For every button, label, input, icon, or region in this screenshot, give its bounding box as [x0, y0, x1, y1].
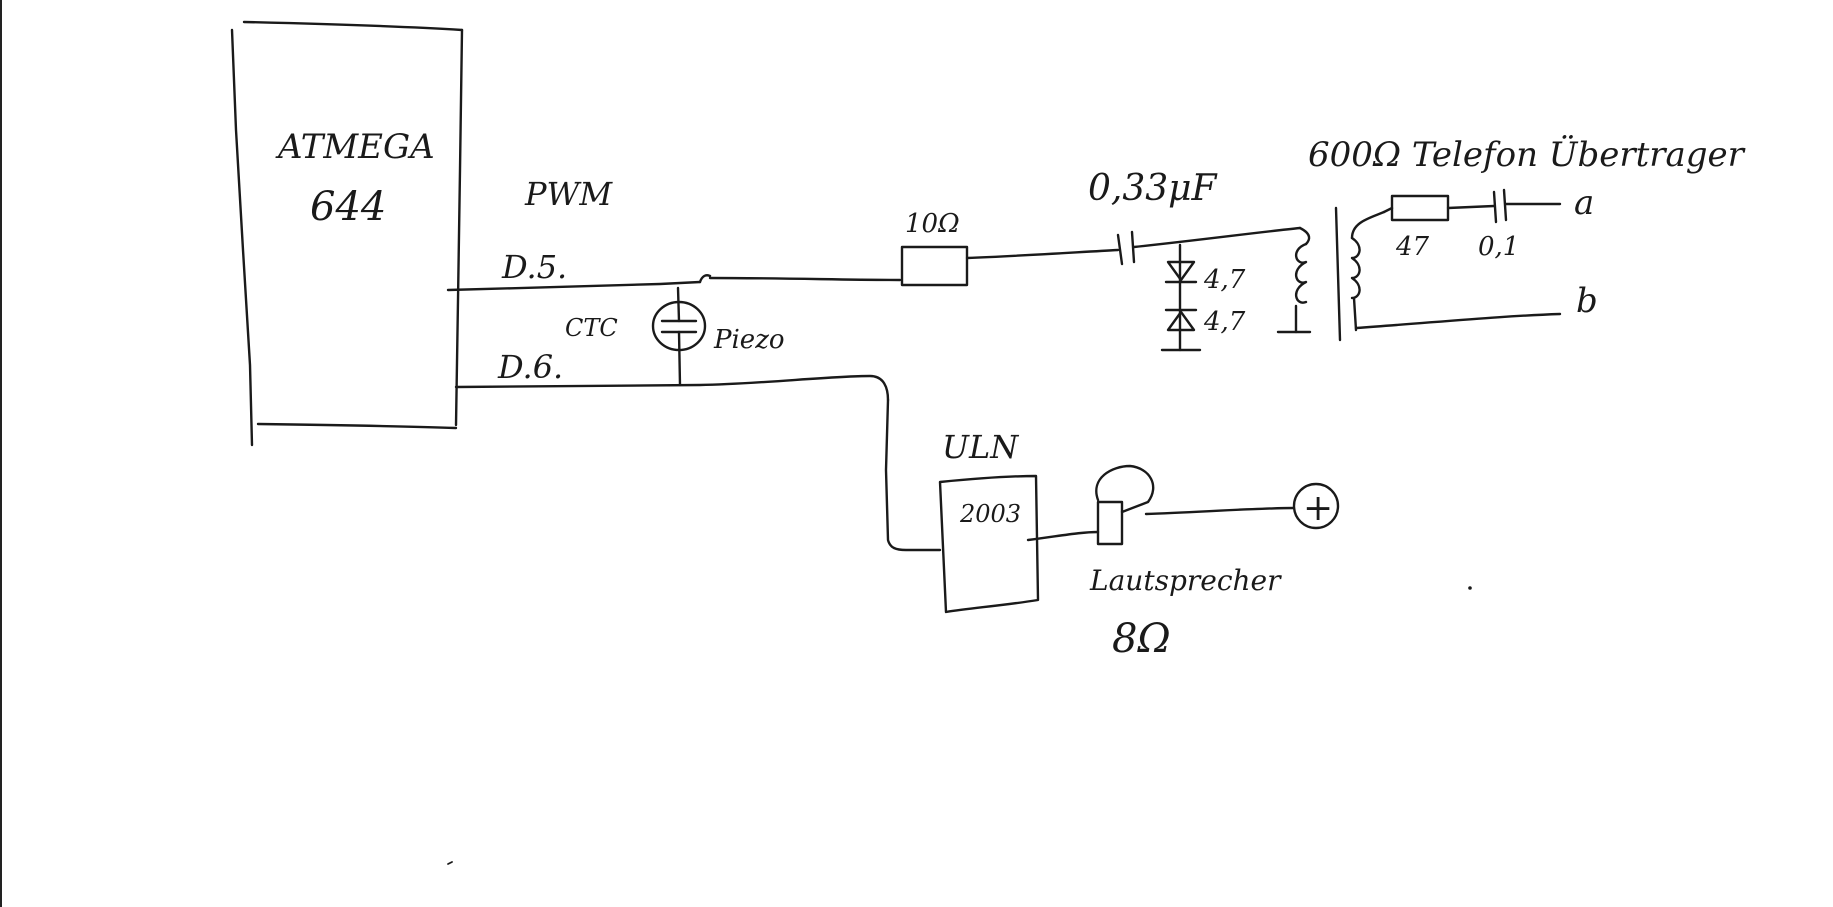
uln2003-driver: ULN 2003	[938, 428, 1040, 614]
zener-diodes: 4,7 4,7	[1160, 243, 1246, 352]
speaker-label-line1: Lautsprecher	[1089, 564, 1282, 597]
zener-top-body	[1166, 260, 1196, 282]
transformer-label: 600Ω Telefon Übertrager	[1308, 134, 1746, 175]
primary-coil	[1295, 242, 1308, 304]
secondary-coil	[1350, 236, 1361, 300]
stray-mark	[447, 861, 453, 865]
zener-bottom-label: 4,7	[1203, 307, 1246, 337]
speaker-label-line2: 8Ω	[1112, 616, 1171, 662]
transformer-core	[1334, 206, 1342, 342]
mcu-bottom-edge	[256, 422, 458, 430]
piezo-label: Piezo	[713, 325, 785, 355]
resistor-47-label: 47	[1395, 232, 1430, 262]
cap-033-label: 0,33μF	[1088, 168, 1219, 209]
cap-01-plate-right	[1502, 188, 1508, 222]
supply-circle	[1292, 482, 1340, 530]
speaker-cone	[1095, 464, 1155, 514]
secondary-lead-bottom	[1352, 296, 1358, 332]
wire-resistor-to-cap	[965, 248, 1120, 260]
wire-cap-to-coil	[1132, 226, 1302, 249]
resistor-10ohm	[900, 245, 969, 287]
ctc-label: CTC	[565, 314, 618, 342]
uln-outline	[938, 474, 1040, 614]
cap-01-label: 0,1	[1478, 232, 1519, 262]
wire-speaker-to-supply	[1144, 506, 1296, 516]
wire-to-resistor	[708, 276, 902, 282]
d6-label: D.6.	[497, 348, 563, 386]
cap-01-plate-left	[1492, 190, 1498, 224]
secondary-lead-top	[1350, 210, 1386, 240]
mcu-label-line2: 644	[310, 184, 386, 230]
resistor-10ohm-label: 10Ω	[905, 209, 960, 239]
zener-top-label: 4,7	[1203, 265, 1246, 295]
piezo-lead-bottom	[677, 330, 682, 387]
page-left-border	[0, 0, 2, 907]
wire-d6	[454, 374, 890, 402]
zener-bottom-body	[1166, 310, 1196, 332]
wire-d5-to-piezo	[446, 280, 702, 292]
wire-d5-crossover	[698, 274, 712, 284]
uln-label-line1: ULN	[942, 428, 1019, 466]
mcu-block: ATMEGA 644	[230, 20, 464, 447]
mcu-right-edge	[454, 28, 464, 427]
cap-033-plate-left	[1116, 233, 1124, 266]
terminal-b-label: b	[1576, 281, 1598, 321]
piezo-buzzer: Piezo	[651, 286, 785, 387]
primary-lead-top	[1298, 226, 1311, 246]
piezo-lead-top	[676, 286, 681, 323]
wire-resistor-47-to-cap	[1446, 204, 1496, 210]
wire-to-terminal-b	[1354, 312, 1562, 330]
supply-terminal: +	[1292, 482, 1340, 530]
terminal-a-label: a	[1574, 183, 1594, 223]
d5-label: D.5.	[501, 248, 567, 286]
uln-label-line2: 2003	[959, 500, 1021, 528]
transformer: 600Ω Telefon Übertrager	[1276, 134, 1746, 342]
mcu-label-line1: ATMEGA	[275, 127, 435, 167]
mcu-left-edge	[230, 28, 254, 447]
pwm-label: PWM	[524, 175, 613, 213]
resistor-47	[1390, 194, 1450, 222]
wire-to-resistor-47	[1382, 206, 1394, 214]
mcu-top-edge	[242, 20, 464, 32]
wire-d6-to-uln	[884, 398, 942, 552]
wire-uln-to-speaker	[1026, 530, 1100, 542]
supply-symbol: +	[1303, 488, 1333, 529]
speaker-magnet	[1096, 500, 1124, 546]
loudspeaker: Lautsprecher 8Ω	[1089, 464, 1282, 662]
stray-dot	[1468, 586, 1472, 590]
